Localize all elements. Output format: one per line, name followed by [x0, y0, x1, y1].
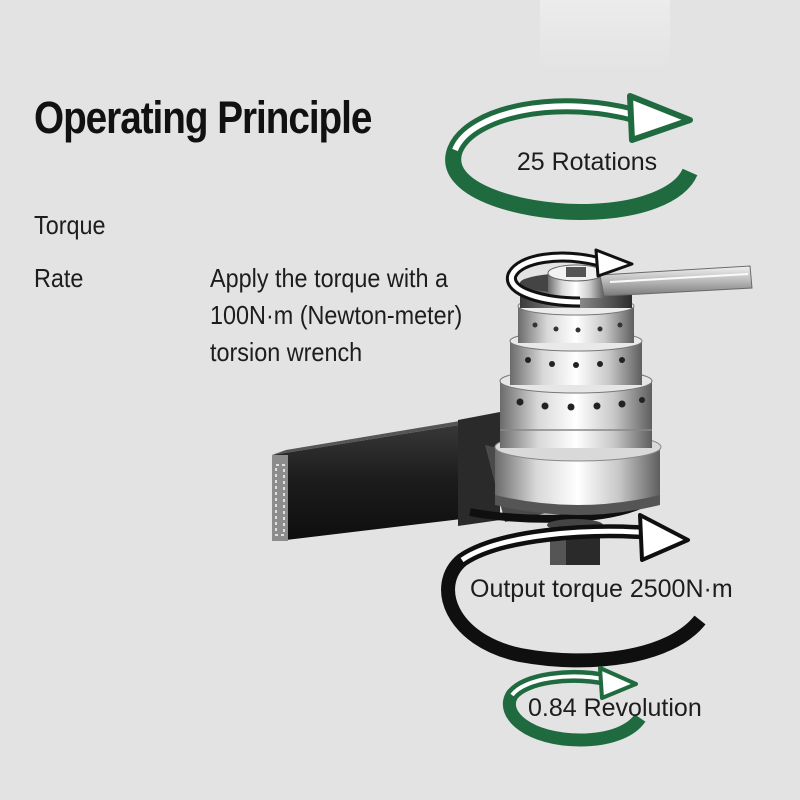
rotation-arrow-top [445, 93, 698, 221]
description-text: Apply the torque with a 100N·m (Newton-m… [210, 263, 463, 367]
background-highlight [540, 0, 670, 70]
revolution-label: 0.84 Revolution [528, 694, 702, 722]
rotation-arrow-output [441, 513, 706, 668]
torque-multiplier [272, 248, 753, 565]
output-torque-label: Output torque 2500N·m [470, 575, 733, 603]
torque-label: Torque [34, 210, 106, 240]
torsion-wrench-bar [599, 265, 753, 297]
page-title: Operating Principle [34, 92, 372, 143]
rate-label: Rate [34, 263, 84, 293]
rotation-arrow-bottom [502, 666, 646, 747]
rotations-label: 25 Rotations [517, 148, 657, 176]
input-rotation-arrow [506, 248, 634, 308]
